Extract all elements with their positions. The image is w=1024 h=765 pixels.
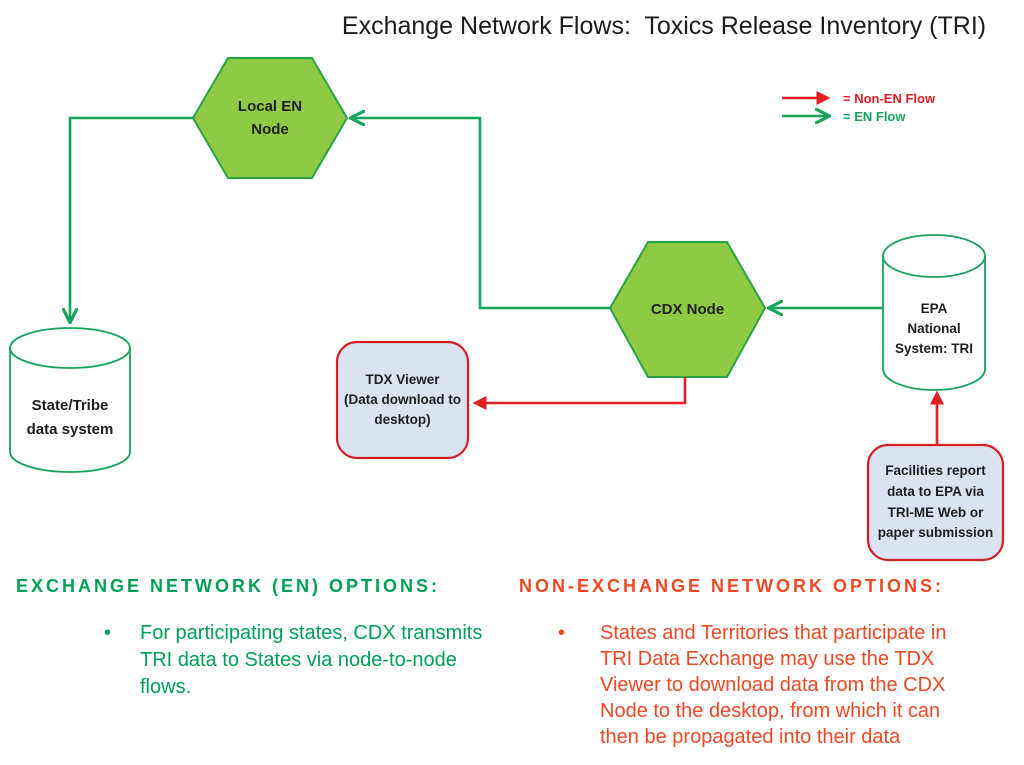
epa-national-system-label: EPA National System: TRI — [894, 300, 974, 357]
bullet-dot-icon: • — [558, 622, 566, 644]
hexagon-cdx-node — [608, 241, 767, 378]
en-options-bullet-text: For participating states, CDX transmits … — [140, 622, 483, 698]
box-facilities-report — [866, 443, 1005, 562]
legend-en-label: = EN Flow — [843, 109, 906, 124]
legend-non-en-label: = Non-EN Flow — [843, 91, 936, 106]
en-options-heading: EXCHANGE NETWORK (EN) OPTIONS: — [16, 576, 441, 596]
tdx-viewer-label: TDX Viewer (Data download to desktop) — [344, 371, 461, 428]
connector-cdx-to-tdx-viewer — [472, 377, 687, 410]
bullet-dot-icon: • — [104, 622, 112, 644]
connector-local-en-to-state-tribe — [70, 116, 193, 320]
connector-cdx-to-local-en — [353, 118, 612, 310]
facilities-report-label: Facilities report data to EPA via TRI-ME… — [877, 462, 994, 541]
non-en-options-bullet: • States and Territories that participat… — [558, 620, 1005, 750]
cdx-node-label: CDX Node — [650, 301, 725, 318]
cylinder-state-tribe-data-system — [9, 327, 131, 473]
local-en-node-label: Local EN Node — [237, 97, 303, 138]
box-tdx-viewer — [335, 340, 470, 460]
hexagon-local-en-node — [191, 57, 349, 179]
state-tribe-system-label: State/Tribe data system — [26, 397, 114, 438]
non-en-options-bullet-text: States and Territories that participate … — [600, 622, 947, 748]
non-en-options-heading: NON-EXCHANGE NETWORK OPTIONS: — [519, 576, 945, 596]
cylinder-epa-national-system — [882, 234, 986, 391]
en-options-bullet: • For participating states, CDX transmit… — [104, 620, 510, 701]
page-title: Exchange Network Flows: Toxics Release I… — [341, 12, 987, 40]
